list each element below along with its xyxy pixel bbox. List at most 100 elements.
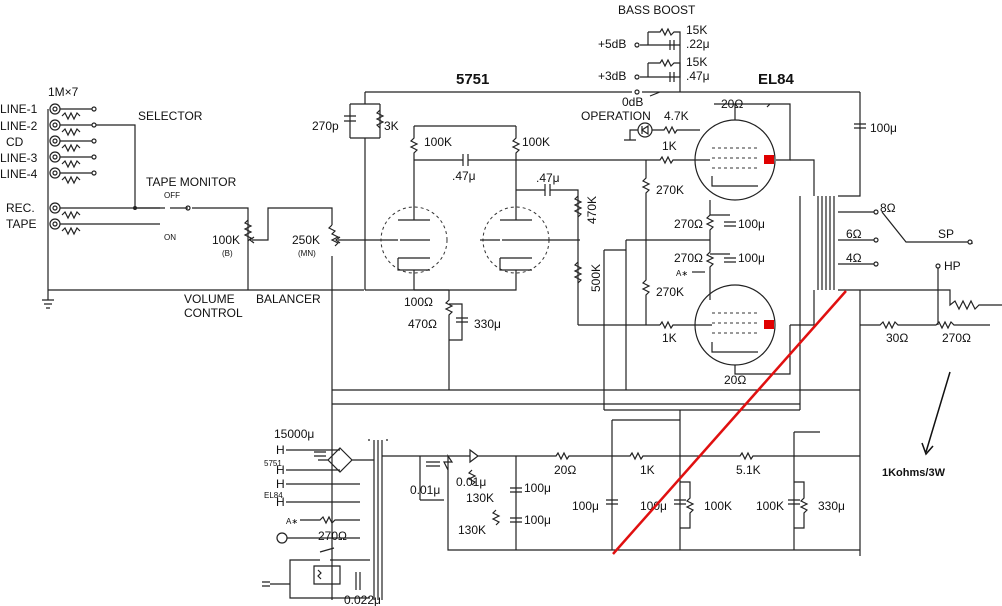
bass-boost-c1: .22μ xyxy=(686,37,710,51)
input-section: 1M×7 LINE-1 LINE-2 CD LINE-3 LINE-4 REC.… xyxy=(0,85,249,309)
volume-balance: 100K (B) 250K (MN) VOLUME CONTROL BALANC… xyxy=(48,207,382,600)
balance-pot-mark: (MN) xyxy=(298,249,316,258)
plate-cap-a xyxy=(764,155,774,164)
ps-resistor-130k-b: 130K xyxy=(458,523,486,537)
ps-heater-h1: H xyxy=(276,443,285,457)
bass-boost-c2: .47μ xyxy=(686,69,710,83)
bass-boost-5db: +5dB xyxy=(598,37,626,51)
input-jacks xyxy=(49,103,61,230)
tap-8-ohm: 8Ω xyxy=(880,201,896,215)
grid-stopper-1k-a: 1K xyxy=(662,139,677,153)
tap-4-ohm: 4Ω xyxy=(846,251,862,265)
balancer-label: BALANCER xyxy=(256,292,321,306)
ps-cap-0022: 0.022μ xyxy=(344,593,381,606)
cathode-resistor-100: 100Ω xyxy=(404,295,433,309)
ps-heater-h2: H xyxy=(276,463,285,477)
cathode-resistor-470: 470Ω xyxy=(408,317,437,331)
ps-label-5751: 5751 xyxy=(264,459,282,468)
operation-led xyxy=(637,122,653,138)
grid-leak-270k-b: 270K xyxy=(656,285,684,299)
bass-boost: BASS BOOST +5dB +3dB 15K .22μ 15K .47μ 0… xyxy=(365,3,860,109)
ps-resistor-5k1: 5.1K xyxy=(736,463,761,477)
input-tape: TAPE xyxy=(6,217,36,231)
tube-5751-label: 5751 xyxy=(456,71,489,88)
screen-resistor-20-top: 20Ω xyxy=(721,97,743,111)
tape-monitor-label: TAPE MONITOR xyxy=(146,175,237,189)
grid-resistor-500k: 500K xyxy=(589,264,603,292)
coupling-cap-b: .47μ xyxy=(536,171,560,185)
grid-resistor-470k: 470K xyxy=(585,196,599,224)
volume-control-label-2: CONTROL xyxy=(184,306,243,320)
hp-resistor-30: 30Ω xyxy=(886,331,908,345)
power-supply: 15000μ H H 5751 H H EL84 A∗ 270Ω 0.01μ 0… xyxy=(262,390,861,606)
ps-resistor-100k-a: 100K xyxy=(704,499,732,513)
a-star-marker: A∗ xyxy=(676,269,688,278)
selector-contacts xyxy=(91,106,136,208)
fb-resistor: 3K xyxy=(384,119,399,133)
ps-resistor-100k-b: 100K xyxy=(756,499,784,513)
bass-boost-3db: +3dB xyxy=(598,69,626,83)
ps-resistor-1k: 1K xyxy=(640,463,655,477)
ps-resistor-20: 20Ω xyxy=(554,463,576,477)
ps-label-el84: EL84 xyxy=(264,491,283,500)
ps-resistor-130k-a: 130K xyxy=(466,491,494,505)
power-transformer xyxy=(368,439,388,600)
input-line-1: LINE-1 xyxy=(0,102,38,116)
input-resistor-note: 1M×7 xyxy=(48,85,79,99)
volume-pot-mark: (B) xyxy=(222,249,233,258)
input-cd: CD xyxy=(6,135,24,149)
annotation: 1Kohms/3W xyxy=(882,371,951,479)
ps-cap-330: 330μ xyxy=(818,499,845,513)
tap-6-ohm: 6Ω xyxy=(846,227,862,241)
ps-cap-100-d: 100μ xyxy=(640,499,667,513)
ps-resistor-270: 270Ω xyxy=(318,529,347,543)
ps-heater-h3: H xyxy=(276,477,285,491)
operation-label: OPERATION xyxy=(581,109,651,123)
cathode-cap-330: 330μ xyxy=(474,317,501,331)
ps-cap-001-b: 0.01μ xyxy=(456,475,486,489)
red-strike-line xyxy=(612,290,847,555)
stage-5751: 5751 270p 3K 100K 100K .47μ .47μ 470K 50… xyxy=(312,71,860,391)
volume-pot-value: 100K xyxy=(212,233,240,247)
ps-cap-100-a: 100μ xyxy=(524,481,551,495)
volume-control-label-1: VOLUME xyxy=(184,292,235,306)
cathode-resistor-270-a: 270Ω xyxy=(674,217,703,231)
cathode-resistor-270-b: 270Ω xyxy=(674,251,703,265)
input-line-4: LINE-4 xyxy=(0,167,38,181)
plate-resistor-a: 100K xyxy=(424,135,452,149)
cathode-cap-100-a: 100μ xyxy=(738,217,765,231)
ps-cap-100-c: 100μ xyxy=(572,499,599,513)
headphone-out-label: HP xyxy=(944,259,961,273)
output-transformer xyxy=(603,159,835,411)
triode-a xyxy=(380,206,448,274)
grid-leak-270k-a: 270K xyxy=(656,183,684,197)
hp-resistor-270: 270Ω xyxy=(942,331,971,345)
ps-cap-100-b: 100μ xyxy=(524,513,551,527)
input-line-2: LINE-2 xyxy=(0,119,38,133)
annotation-text: 1Kohms/3W xyxy=(882,467,946,479)
input-line-3: LINE-3 xyxy=(0,151,38,165)
ps-cap-15000: 15000μ xyxy=(274,427,314,441)
balance-pot-value: 250K xyxy=(292,233,320,247)
bass-boost-r2: 15K xyxy=(686,55,707,69)
led-resistor-4k7: 4.7K xyxy=(664,109,689,123)
bass-boost-0db: 0dB xyxy=(622,95,643,109)
tube-el84-label: EL84 xyxy=(758,71,795,88)
input-rec: REC. xyxy=(6,201,35,215)
stage-el84: EL84 OPERATION 4.7K 1K 1K 270K 270K 270Ω… xyxy=(581,71,1002,411)
grid-stopper-1k-b: 1K xyxy=(662,331,677,345)
bass-boost-r1: 15K xyxy=(686,23,707,37)
cathode-cap-100-b: 100μ xyxy=(738,251,765,265)
screen-resistor-20-bot: 20Ω xyxy=(724,373,746,387)
tape-monitor-off: OFF xyxy=(164,191,180,200)
tape-monitor-on: ON xyxy=(164,233,176,242)
speaker-out-label: SP xyxy=(938,227,954,241)
plate-resistor-b: 100K xyxy=(522,135,550,149)
ps-heater-h4: H xyxy=(276,495,285,509)
selector-label: SELECTOR xyxy=(138,109,203,123)
ps-cap-001-a: 0.01μ xyxy=(410,483,440,497)
ps-a-star: A∗ xyxy=(286,517,298,526)
b-plus-cap-100: 100μ xyxy=(870,121,897,135)
bass-boost-label: BASS BOOST xyxy=(618,3,696,17)
